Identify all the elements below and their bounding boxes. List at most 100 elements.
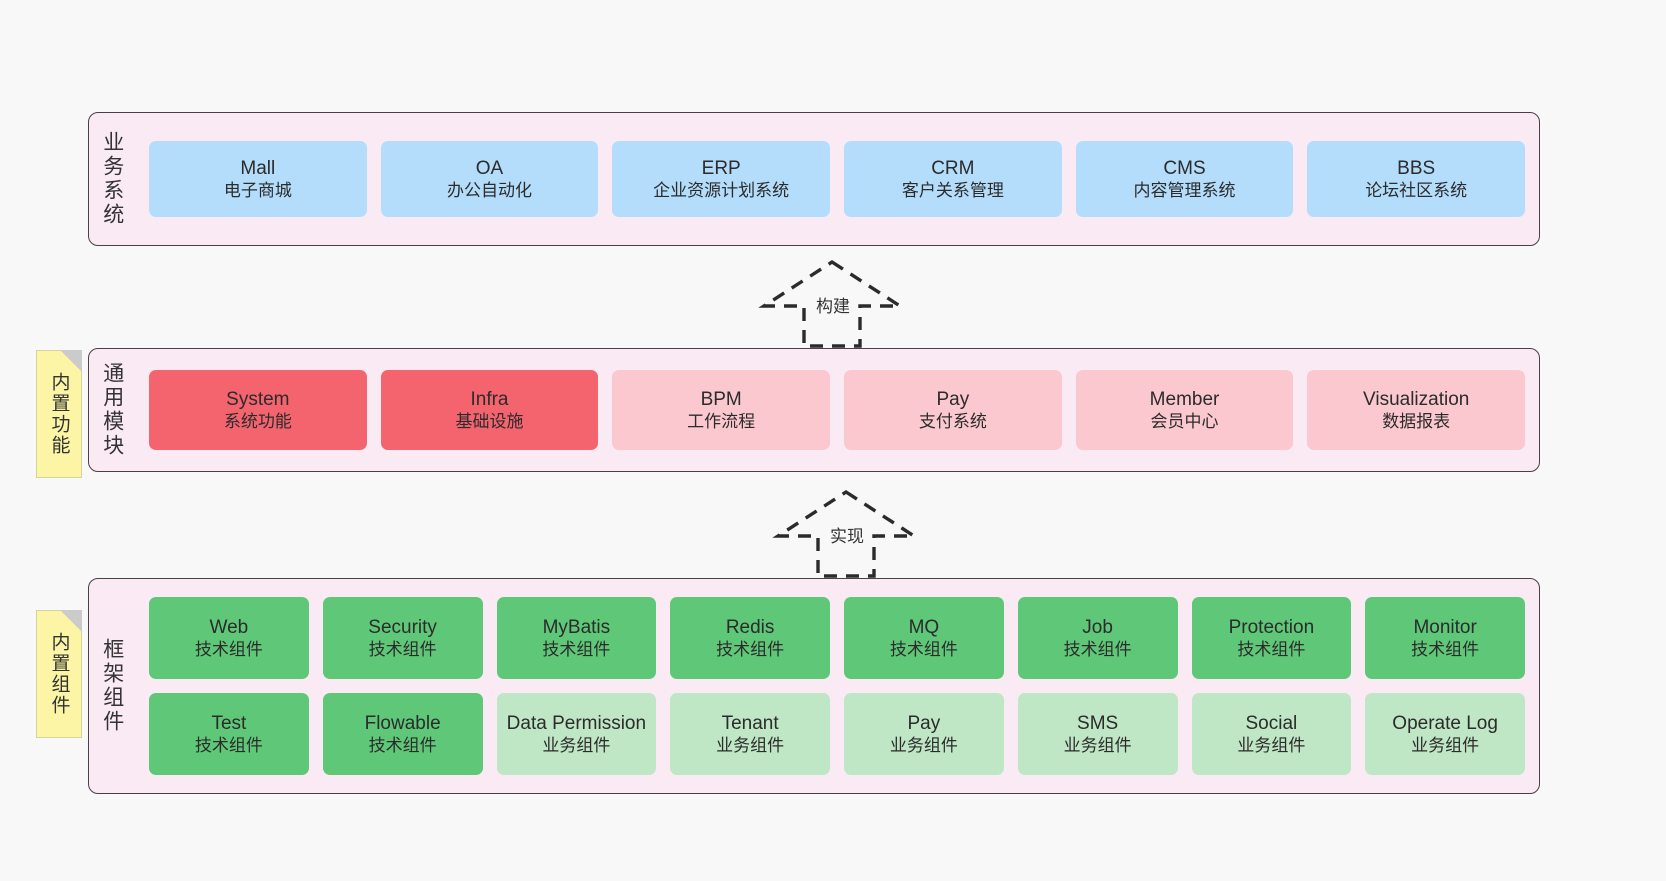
layer-business-systems-body: Mall 电子商城 OA 办公自动化 ERP 企业资源计划系统 CRM 客户关系… — [135, 113, 1539, 245]
card-erp-desc: 企业资源计划系统 — [653, 181, 790, 201]
card-crm-desc: 客户关系管理 — [901, 181, 1004, 201]
card-bbs-desc: 论坛社区系统 — [1365, 181, 1468, 201]
card-web-desc: 技术组件 — [194, 640, 263, 660]
card-mall-name: Mall — [240, 157, 276, 179]
layer-common-modules-body: System 系统功能 Infra 基础设施 BPM 工作流程 Pay 支付系统… — [135, 349, 1539, 471]
card-infra-desc: 基础设施 — [455, 412, 524, 432]
card-sms[interactable]: SMS 业务组件 — [1017, 693, 1178, 775]
note-builtin-components-label: 内置组件 — [48, 632, 70, 716]
card-monitor[interactable]: Monitor 技术组件 — [1365, 597, 1525, 679]
card-member[interactable]: Member 会员中心 — [1075, 370, 1294, 450]
card-protection[interactable]: Protection 技术组件 — [1191, 597, 1352, 679]
card-test[interactable]: Test 技术组件 — [149, 693, 309, 775]
card-pay-component[interactable]: Pay 业务组件 — [844, 693, 1004, 775]
card-operate-log-desc: 业务组件 — [1411, 736, 1480, 756]
framework-biz-row: Test 技术组件 Flowable 技术组件 Data Permission … — [149, 693, 1525, 775]
card-pay-module[interactable]: Pay 支付系统 — [844, 370, 1062, 450]
card-tenant-name: Tenant — [721, 712, 779, 734]
card-member-name: Member — [1149, 388, 1220, 410]
card-security-desc: 技术组件 — [368, 640, 437, 660]
connector-implement-label: 实现 — [828, 522, 866, 547]
card-visualization-desc: 数据报表 — [1382, 412, 1451, 432]
layer-common-modules-label: 通用模块 — [100, 362, 124, 458]
card-security-name: Security — [368, 616, 437, 638]
card-monitor-name: Monitor — [1413, 616, 1477, 638]
card-operate-log[interactable]: Operate Log 业务组件 — [1365, 693, 1525, 775]
card-mybatis-name: MyBatis — [542, 616, 611, 638]
card-bbs[interactable]: BBS 论坛社区系统 — [1307, 141, 1526, 217]
card-mq-desc: 技术组件 — [889, 640, 958, 660]
connector-build-label: 构建 — [814, 292, 852, 317]
card-member-desc: 会员中心 — [1150, 412, 1219, 432]
card-oa[interactable]: OA 办公自动化 — [380, 141, 599, 217]
card-bpm[interactable]: BPM 工作流程 — [612, 370, 831, 450]
card-mall[interactable]: Mall 电子商城 — [149, 141, 367, 217]
card-cms-desc: 内容管理系统 — [1133, 181, 1236, 201]
card-infra[interactable]: Infra 基础设施 — [380, 370, 599, 450]
card-protection-desc: 技术组件 — [1237, 640, 1306, 660]
card-test-desc: 技术组件 — [194, 736, 263, 756]
connector-build-shape — [758, 259, 906, 348]
card-mall-desc: 电子商城 — [223, 181, 292, 201]
layer-business-systems[interactable]: 业务系统 Mall 电子商城 OA 办公自动化 ERP 企业资源计划系统 CRM… — [88, 112, 1540, 246]
card-data-permission[interactable]: Data Permission 业务组件 — [496, 693, 657, 775]
card-oa-desc: 办公自动化 — [447, 181, 532, 201]
card-erp-name: ERP — [701, 157, 741, 179]
card-redis[interactable]: Redis 技术组件 — [670, 597, 830, 679]
card-operate-log-name: Operate Log — [1392, 712, 1498, 734]
card-mybatis-desc: 技术组件 — [542, 640, 611, 660]
business-systems-row: Mall 电子商城 OA 办公自动化 ERP 企业资源计划系统 CRM 客户关系… — [149, 141, 1526, 217]
card-flowable-desc: 技术组件 — [368, 736, 437, 756]
connector-implement: 实现 — [766, 488, 926, 578]
card-cms[interactable]: CMS 内容管理系统 — [1075, 141, 1294, 217]
common-modules-row: System 系统功能 Infra 基础设施 BPM 工作流程 Pay 支付系统… — [149, 370, 1526, 450]
card-mybatis[interactable]: MyBatis 技术组件 — [496, 597, 657, 679]
card-job[interactable]: Job 技术组件 — [1017, 597, 1178, 679]
card-web-name: Web — [209, 616, 249, 638]
card-job-desc: 技术组件 — [1063, 640, 1132, 660]
card-mq[interactable]: MQ 技术组件 — [844, 597, 1004, 679]
card-system[interactable]: System 系统功能 — [149, 370, 367, 450]
connector-build: 构建 — [752, 258, 912, 348]
card-redis-desc: 技术组件 — [716, 640, 785, 660]
card-sms-name: SMS — [1077, 712, 1119, 734]
card-visualization[interactable]: Visualization 数据报表 — [1307, 370, 1526, 450]
card-social[interactable]: Social 业务组件 — [1191, 693, 1352, 775]
card-data-permission-desc: 业务组件 — [542, 736, 611, 756]
card-redis-name: Redis — [725, 616, 775, 638]
layer-framework-components-body: Web 技术组件 Security 技术组件 MyBatis 技术组件 Redi… — [135, 579, 1539, 793]
card-flowable-name: Flowable — [364, 712, 441, 734]
card-pay-module-desc: 支付系统 — [918, 412, 987, 432]
card-system-name: System — [226, 388, 290, 410]
note-builtin-functions: 内置功能 — [36, 350, 82, 478]
layer-framework-components[interactable]: 框架组件 Web 技术组件 Security 技术组件 MyBatis 技术组件… — [88, 578, 1540, 794]
card-web[interactable]: Web 技术组件 — [149, 597, 309, 679]
card-social-desc: 业务组件 — [1237, 736, 1306, 756]
card-mq-name: MQ — [908, 616, 940, 638]
card-monitor-desc: 技术组件 — [1411, 640, 1480, 660]
card-system-desc: 系统功能 — [223, 412, 292, 432]
layer-business-systems-label: 业务系统 — [100, 131, 124, 227]
card-bpm-name: BPM — [700, 388, 742, 410]
layer-common-modules[interactable]: 通用模块 System 系统功能 Infra 基础设施 BPM 工作流程 Pay… — [88, 348, 1540, 472]
card-visualization-name: Visualization — [1363, 388, 1470, 410]
card-pay-module-name: Pay — [936, 388, 970, 410]
card-sms-desc: 业务组件 — [1063, 736, 1132, 756]
card-test-name: Test — [211, 712, 247, 734]
card-security[interactable]: Security 技术组件 — [322, 597, 483, 679]
card-erp[interactable]: ERP 企业资源计划系统 — [612, 141, 831, 217]
note-builtin-components: 内置组件 — [36, 610, 82, 738]
card-tenant-desc: 业务组件 — [716, 736, 785, 756]
card-flowable[interactable]: Flowable 技术组件 — [322, 693, 483, 775]
card-pay-component-name: Pay — [907, 712, 941, 734]
card-crm-name: CRM — [931, 157, 975, 179]
card-crm[interactable]: CRM 客户关系管理 — [844, 141, 1062, 217]
card-tenant[interactable]: Tenant 业务组件 — [670, 693, 830, 775]
card-cms-name: CMS — [1163, 157, 1206, 179]
framework-tech-row: Web 技术组件 Security 技术组件 MyBatis 技术组件 Redi… — [149, 597, 1525, 679]
layer-framework-components-label: 框架组件 — [100, 638, 124, 734]
card-bpm-desc: 工作流程 — [687, 412, 756, 432]
card-social-name: Social — [1245, 712, 1298, 734]
card-oa-name: OA — [475, 157, 504, 179]
